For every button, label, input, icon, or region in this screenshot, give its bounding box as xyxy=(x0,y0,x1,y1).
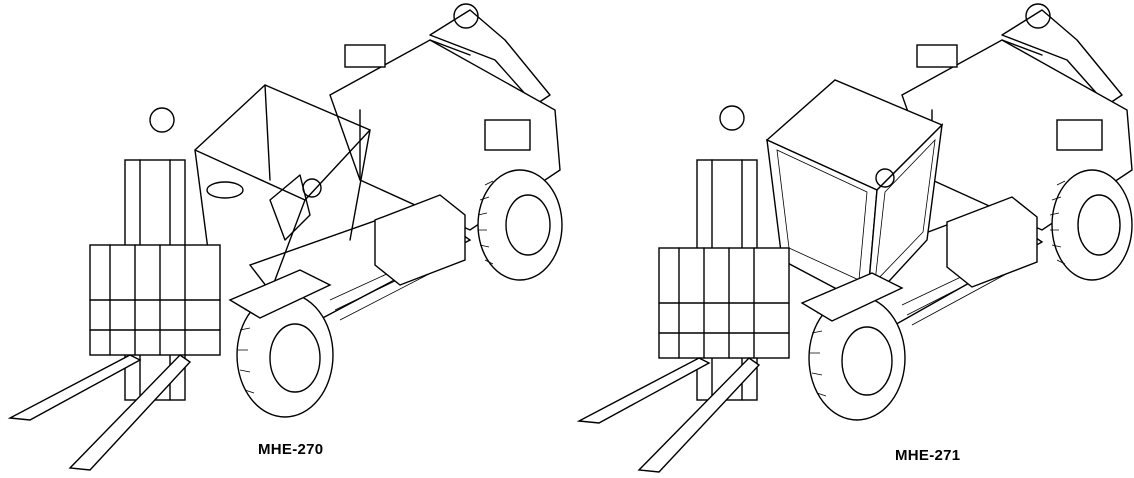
forklift-figure-mhe-270: MHE-270 xyxy=(7,3,563,471)
forklift-drawing-open-canopy xyxy=(7,3,563,471)
forklift-drawing-enclosed-cab xyxy=(576,3,1133,473)
figure-label: MHE-270 xyxy=(258,441,324,458)
forklift-figure-mhe-271: MHE-271 xyxy=(567,0,1134,478)
figure-label: MHE-271 xyxy=(895,447,961,464)
